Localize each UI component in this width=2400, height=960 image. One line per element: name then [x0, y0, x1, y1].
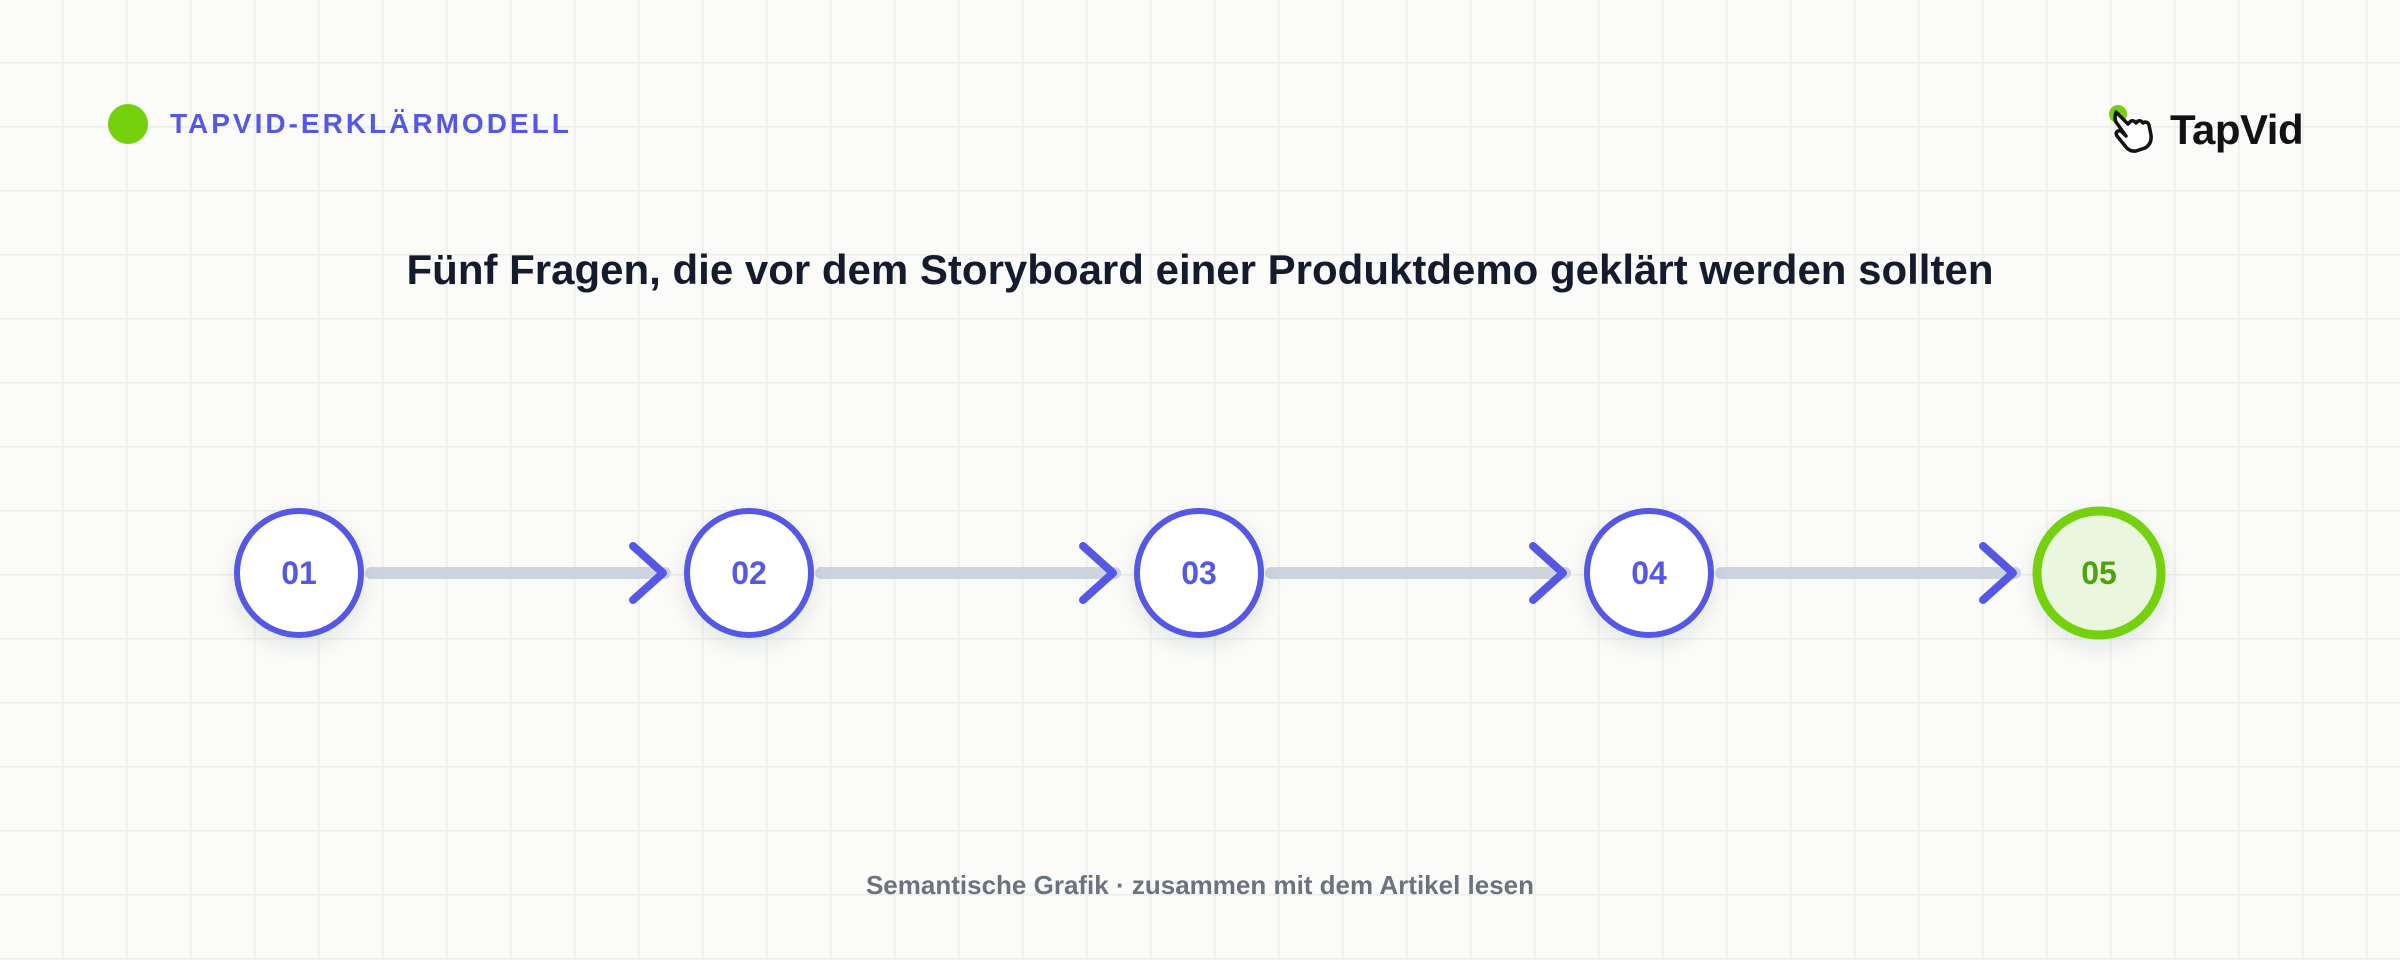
step-node: 05: [2032, 506, 2166, 640]
brand-logo[interactable]: TapVid: [2104, 100, 2304, 160]
step-number: 03: [1181, 555, 1217, 591]
connector-arrow: [1265, 542, 1571, 604]
step-circle: [2032, 506, 2166, 640]
footnote: Semantische Grafik · zusammen mit dem Ar…: [865, 870, 1535, 900]
step-circle: [1584, 508, 1714, 638]
step-circle: [684, 508, 814, 638]
step-circle: [1134, 508, 1264, 638]
connector-arrow: [1715, 542, 2021, 604]
step-node: 01: [234, 508, 364, 638]
step-number: 02: [731, 555, 767, 591]
diagram-title: Fünf Fragen, die vor dem Storyboard eine…: [406, 246, 1994, 293]
chevron-right-icon: [1079, 542, 1117, 604]
logo-wordmark: TapVid: [2170, 106, 2304, 153]
chevron-right-icon: [1529, 542, 1567, 604]
pointing-hand-icon: [2109, 105, 2153, 153]
green-dot-icon: [108, 104, 148, 144]
eyebrow: TAPVID-ERKLÄRMODELL: [108, 104, 572, 144]
eyebrow-label: TAPVID-ERKLÄRMODELL: [170, 108, 572, 139]
step-circle: [234, 508, 364, 638]
step-number: 01: [281, 555, 317, 591]
connector-arrow: [365, 542, 671, 604]
step-node: 03: [1134, 508, 1264, 638]
connector-arrow: [815, 542, 1121, 604]
chevron-right-icon: [629, 542, 667, 604]
step-node: 04: [1584, 508, 1714, 638]
step-number: 04: [1631, 555, 1667, 591]
step-number: 05: [2081, 555, 2117, 591]
chevron-right-icon: [1979, 542, 2017, 604]
step-node: 02: [684, 508, 814, 638]
